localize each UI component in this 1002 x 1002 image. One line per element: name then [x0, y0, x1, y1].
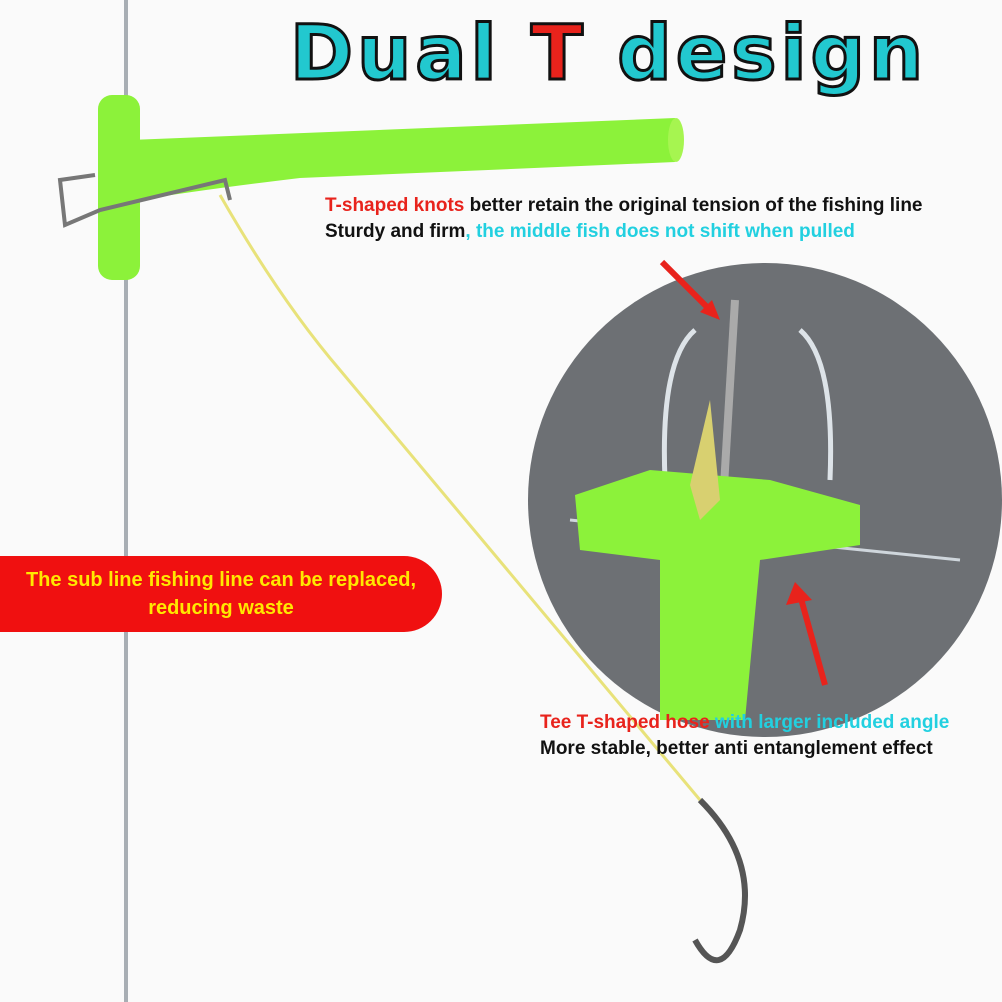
- title-part: Dual: [289, 7, 531, 99]
- detail-circle: [528, 263, 1002, 737]
- callout-knots: T-shaped knots better retain the origina…: [325, 195, 923, 217]
- callout-text: better retain the original tension of th…: [464, 195, 923, 216]
- badge-line: The sub line fishing line can be replace…: [25, 569, 417, 591]
- badge-line: reducing waste: [148, 597, 294, 619]
- callout-sturdy: Sturdy and firm, the middle fish does no…: [325, 221, 855, 243]
- replaceable-line-badge: The sub line fishing line can be replace…: [0, 556, 442, 632]
- callout-text: Sturdy and firm: [325, 221, 466, 242]
- snap-clip: [57, 173, 232, 228]
- callout-highlight: Tee T-shaped hose: [540, 712, 710, 733]
- arrow-icon: [797, 594, 828, 686]
- title-highlight: T: [530, 7, 587, 99]
- callout-highlight: with larger included angle: [709, 712, 950, 733]
- fish-hook: [692, 797, 748, 964]
- sub-line: [218, 194, 702, 801]
- callout-stability: More stable, better anti entanglement ef…: [540, 738, 933, 759]
- t-shaped-hose: [98, 95, 684, 280]
- headline: Dual T design: [289, 7, 928, 99]
- callout-hose: Tee T-shaped hose with larger included a…: [540, 712, 949, 734]
- callout-highlight: T-shaped knots: [325, 195, 465, 216]
- title-part: design: [586, 7, 928, 99]
- callout-highlight: , the middle fish does not shift when pu…: [465, 221, 855, 242]
